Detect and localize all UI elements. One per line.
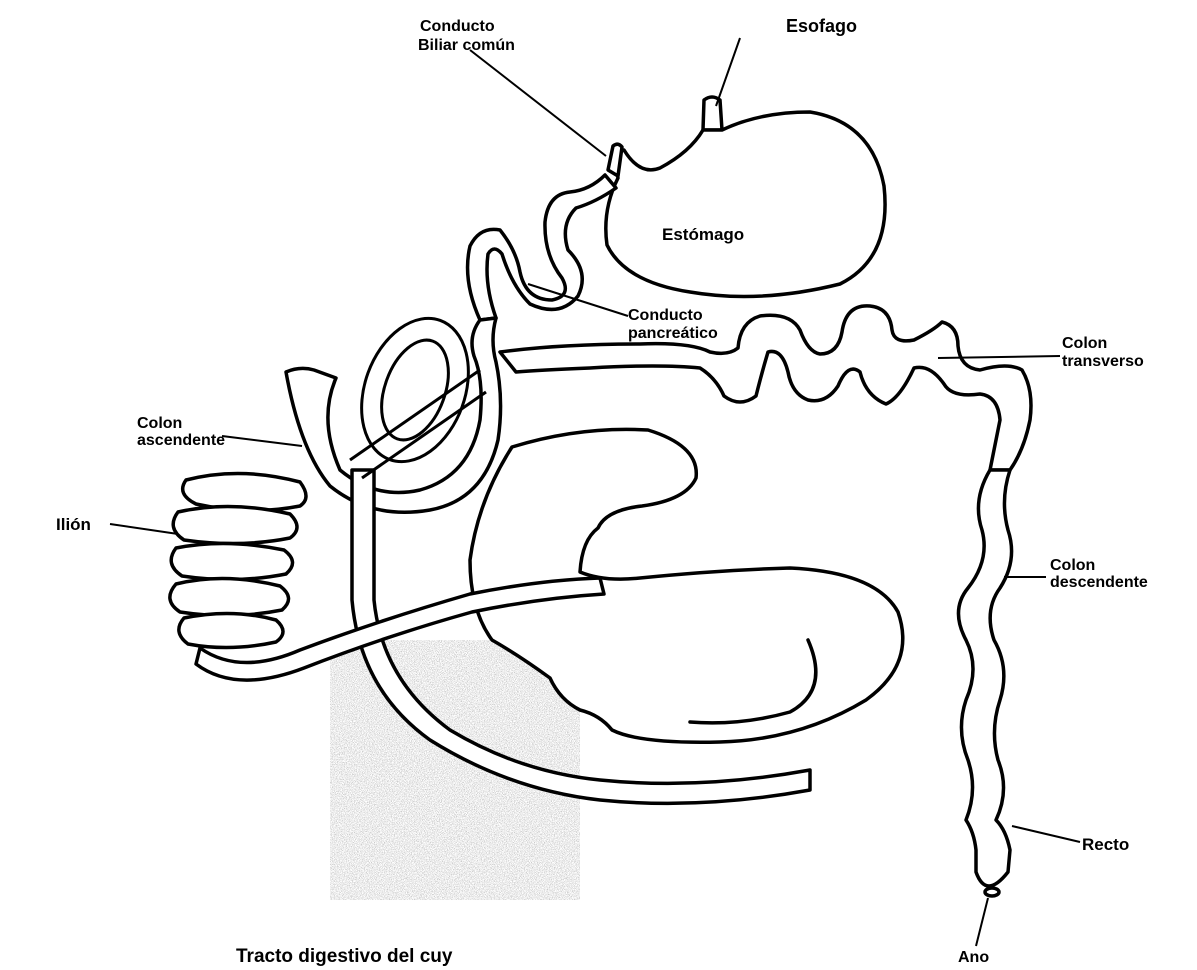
label-conducto-pancreatico-1: Conducto — [628, 307, 703, 324]
label-conducto-biliar-1: Conducto — [420, 18, 495, 35]
label-colon-descendente-1: Colon — [1050, 557, 1095, 574]
label-colon-transverso-2: transverso — [1062, 353, 1144, 370]
esophagus-shape — [703, 97, 722, 130]
anus-shape — [985, 888, 999, 896]
figure-caption: Tracto digestivo del cuy — [236, 946, 453, 967]
label-recto: Recto — [1082, 835, 1129, 854]
ileum-coil-4 — [170, 578, 289, 615]
label-conducto-biliar-2: Biliar común — [418, 37, 515, 54]
label-ano: Ano — [958, 949, 989, 966]
label-colon-transverso-1: Colon — [1062, 335, 1107, 352]
label-estomago: Estómago — [662, 225, 744, 244]
ileum-coil-1 — [183, 473, 306, 510]
label-colon-ascendente-1: Colon — [137, 415, 182, 432]
ileum-coil-2 — [173, 506, 297, 543]
label-ilion: Ilión — [56, 515, 91, 534]
label-colon-ascendente-2: ascendente — [137, 432, 225, 449]
label-colon-descendente-2: descendente — [1050, 574, 1148, 591]
label-esofago: Esofago — [786, 16, 857, 36]
label-conducto-pancreatico-2: pancreático — [628, 325, 718, 342]
ileum-coil-5 — [179, 613, 283, 647]
ileum-coil-3 — [171, 543, 292, 579]
